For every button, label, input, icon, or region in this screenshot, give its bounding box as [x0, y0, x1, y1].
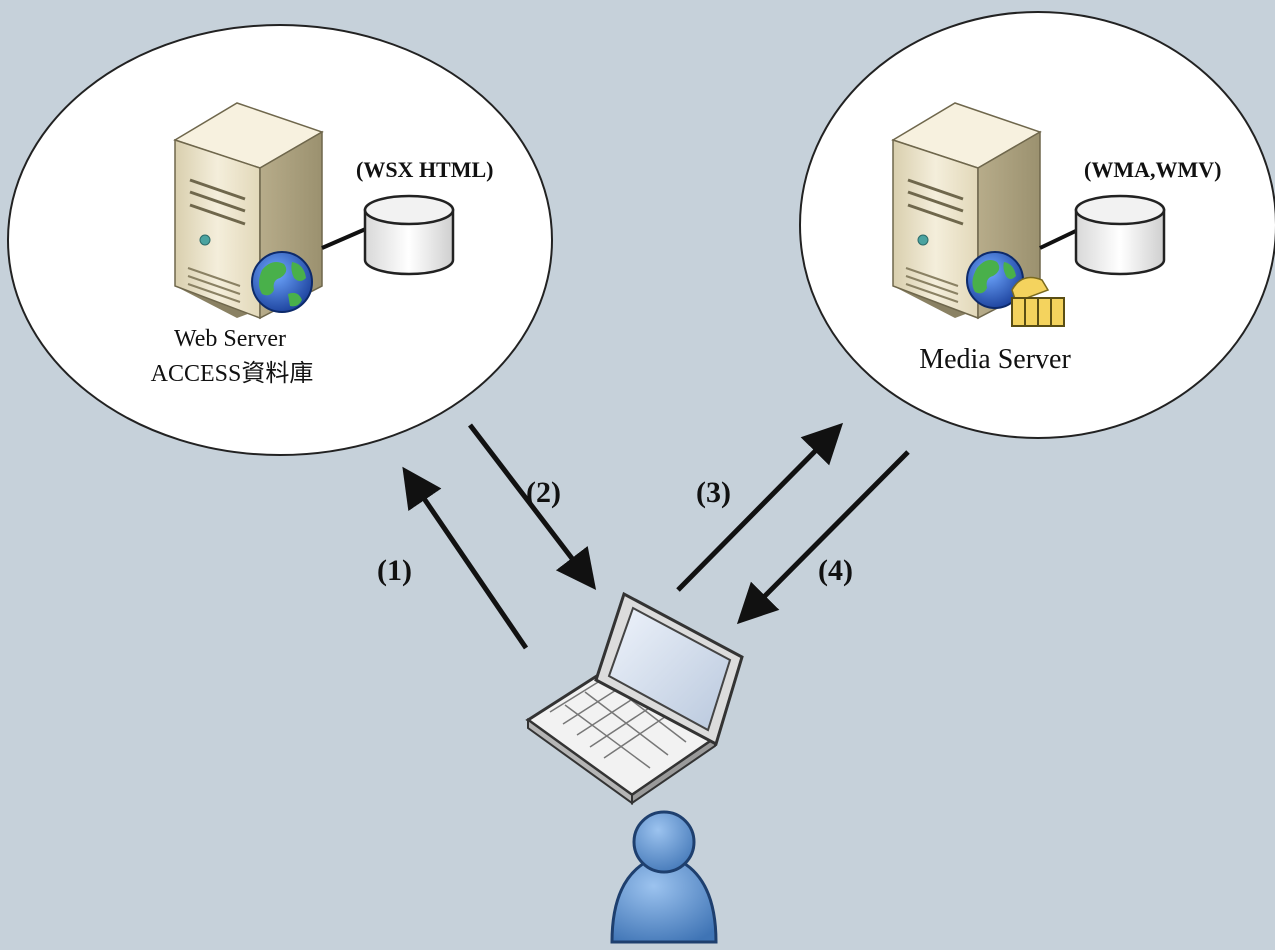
step-label-1: (1) — [377, 554, 412, 587]
globe-icon — [251, 251, 313, 313]
database-cylinder-icon — [363, 194, 455, 276]
web-server-name: Web Server — [174, 326, 286, 352]
laptop-icon — [525, 591, 744, 805]
step-label-3: (3) — [696, 476, 731, 509]
film-reel-icon — [1011, 276, 1065, 327]
media-server-name: Media Server — [919, 344, 1071, 375]
media-server-group: (WMA,WMV) Media Server — [799, 11, 1275, 439]
flow-arrows — [402, 422, 910, 650]
db-connector-line — [321, 226, 369, 250]
web-server-group: (WSX HTML) Web Server ACCESS資料庫 — [7, 24, 553, 456]
step-label-2: (2) — [526, 476, 561, 509]
arrow-step-1 — [402, 466, 529, 650]
arrow-step-4 — [736, 450, 910, 625]
user-icon — [610, 810, 718, 944]
database-cylinder-icon — [1074, 194, 1166, 276]
web-db-label: (WSX HTML) — [356, 157, 494, 182]
arrow-step-2 — [468, 423, 597, 590]
globe-icon — [966, 251, 1024, 309]
arrow-step-3 — [676, 422, 844, 592]
media-db-label: (WMA,WMV) — [1084, 157, 1221, 182]
web-server-subtitle: ACCESS資料庫 — [151, 360, 314, 387]
step-label-4: (4) — [818, 554, 853, 587]
